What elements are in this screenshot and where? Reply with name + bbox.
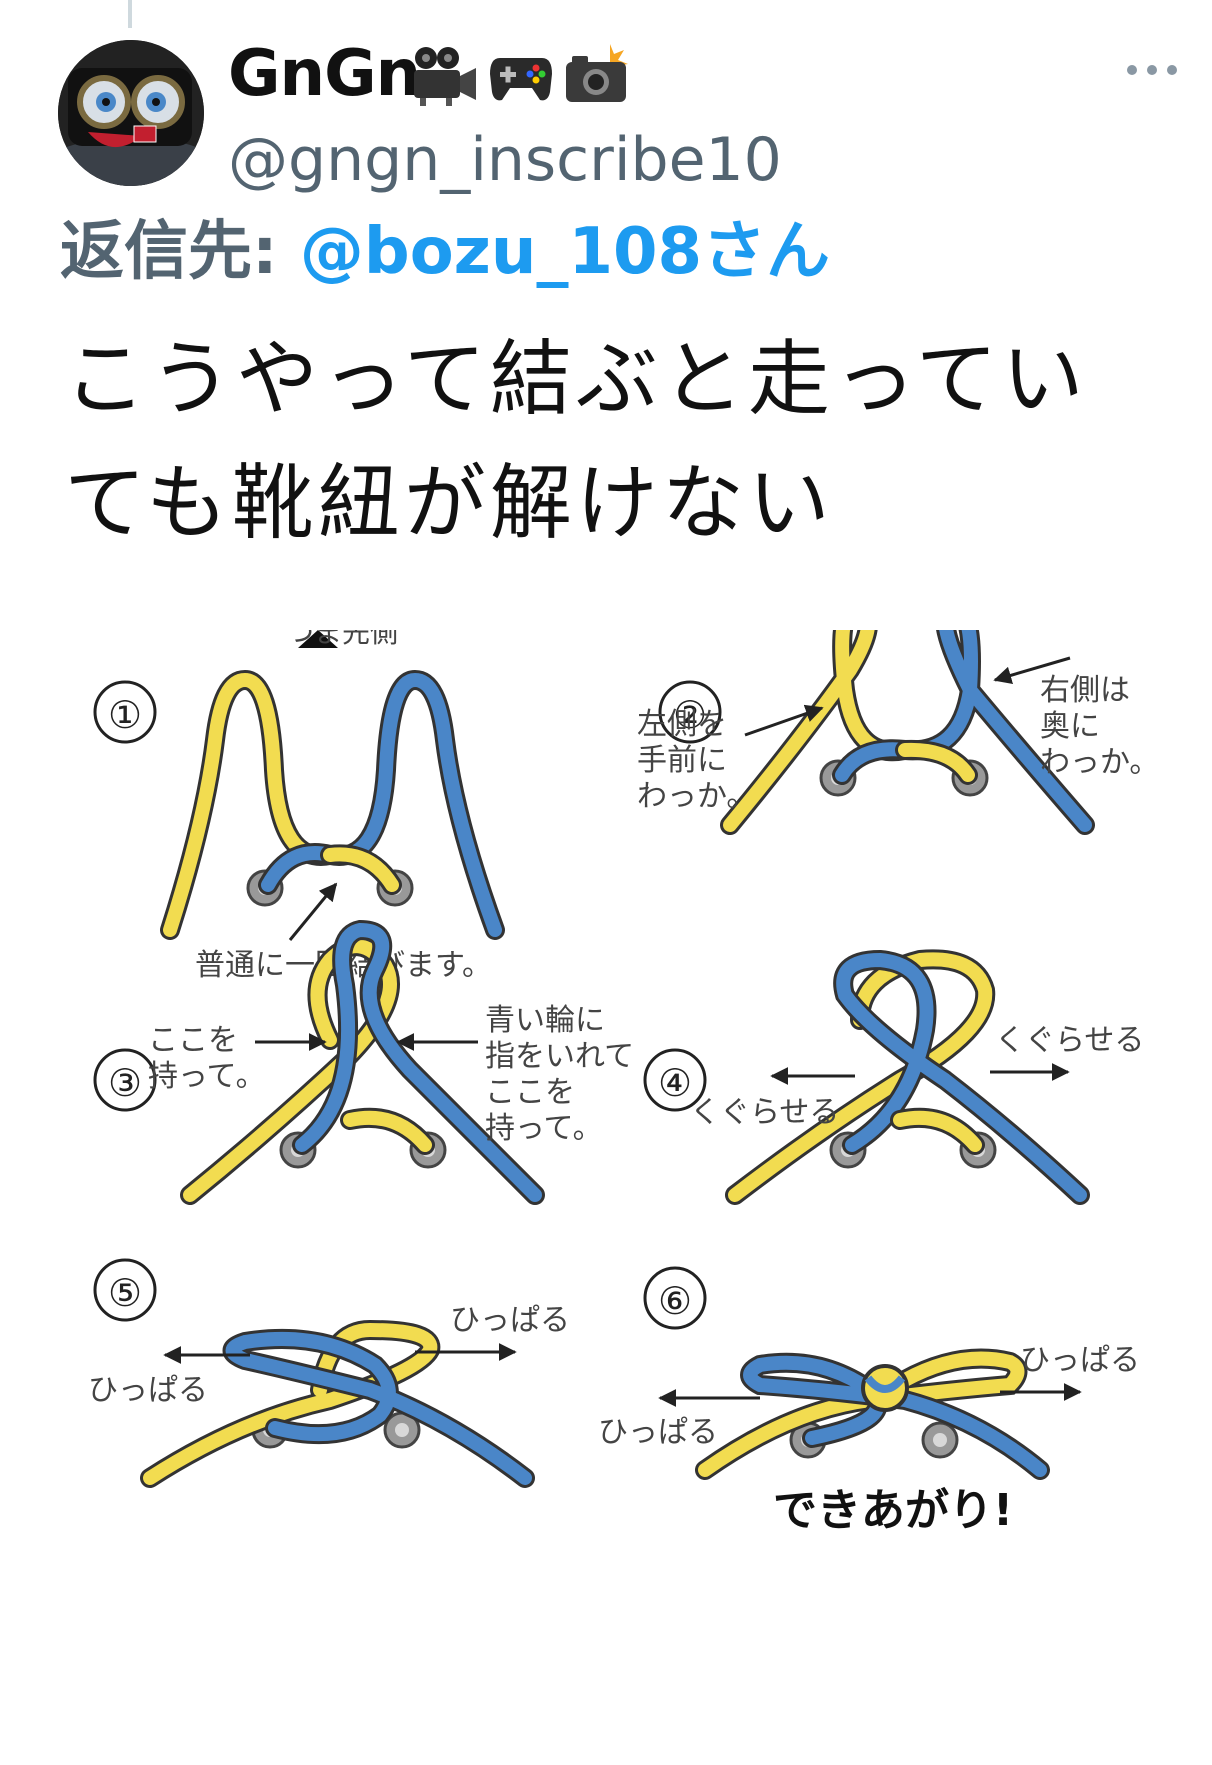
user-handle[interactable]: @gngn_inscribe10: [228, 125, 782, 195]
display-name-emojis: [412, 44, 630, 106]
diagram-label: 右側は: [1040, 673, 1130, 708]
avatar[interactable]: [58, 40, 204, 186]
diagram-label: 指をいれて: [485, 1039, 634, 1074]
tweet-text-line: こうやって結ぶと走ってい: [64, 332, 1088, 427]
step-4: ④ くぐらせる くぐらせる: [643, 949, 1144, 1205]
reply-prefix: 返信先:: [60, 215, 300, 289]
diagram-label: わっか。: [637, 779, 756, 814]
step-6: ⑥ ひっぱる ひっぱる できあがり!: [598, 1266, 1140, 1536]
step-5: ⑤ ひっぱる ひっぱる: [88, 1258, 570, 1488]
step-number: ⑤: [108, 1271, 142, 1315]
more-options-icon[interactable]: [1124, 58, 1180, 82]
diagram-label: ここを: [485, 1075, 575, 1110]
step-number: ③: [108, 1061, 142, 1105]
diagram-label: ひっぱる: [88, 1373, 208, 1408]
diagram-label: ひっぱる: [450, 1303, 570, 1338]
diagram-label: つま先側: [286, 630, 398, 649]
step-number: ①: [108, 693, 142, 737]
avatar-image: [58, 40, 204, 186]
diagram-label: 持って。: [485, 1111, 603, 1146]
game-controller-icon: [490, 58, 552, 101]
thread-connector-line: [128, 0, 132, 28]
diagram-label: 左側を: [637, 707, 727, 742]
diagram-label: ひっぱる: [598, 1415, 718, 1450]
step-1: ① つま先側 普通に一回結びます。: [93, 630, 505, 983]
reply-to-line: 返信先: @bozu_108さん: [60, 212, 830, 292]
step-number: ⑥: [658, 1279, 692, 1323]
diagram-label: 手前に: [637, 743, 727, 778]
completion-label: できあがり!: [773, 1485, 1013, 1536]
tweet-media-image[interactable]: ① つま先側 普通に一回結びます。 ② 左側を 手前に わっか。 右側は 奥に …: [0, 630, 1212, 1765]
diagram-label: ここを: [148, 1023, 238, 1058]
step-number: ②: [673, 693, 707, 737]
diagram-label: 青い輪に: [485, 1003, 605, 1038]
tweet-text-line: ても靴紐が解けない: [64, 456, 834, 551]
movie-camera-icon: [414, 47, 476, 106]
step-2: ② 左側を 手前に わっか。 右側は 奥に わっか。: [637, 630, 1159, 835]
diagram-label: くぐらせる: [995, 1023, 1144, 1058]
diagram-label: ひっぱる: [1020, 1343, 1140, 1378]
step-3: ③ ここを 持って。 青い輪に 指をいれて ここを 持って。: [93, 919, 634, 1205]
diagram-label: わっか。: [1040, 745, 1159, 780]
diagram-label: 奥に: [1040, 709, 1100, 744]
diagram-label: 持って。: [148, 1059, 266, 1094]
display-name[interactable]: GnGn: [228, 37, 421, 111]
step-number: ④: [658, 1061, 692, 1105]
flash-camera-icon: [566, 44, 628, 102]
diagram-label: くぐらせる: [690, 1095, 839, 1130]
reply-mention-link[interactable]: @bozu_108さん: [299, 215, 831, 289]
tweet-text: こうやって結ぶと走ってい ても靴紐が解けない: [64, 318, 1154, 566]
shoelace-tying-diagram: ① つま先側 普通に一回結びます。 ② 左側を 手前に わっか。 右側は 奥に …: [88, 630, 1159, 1536]
